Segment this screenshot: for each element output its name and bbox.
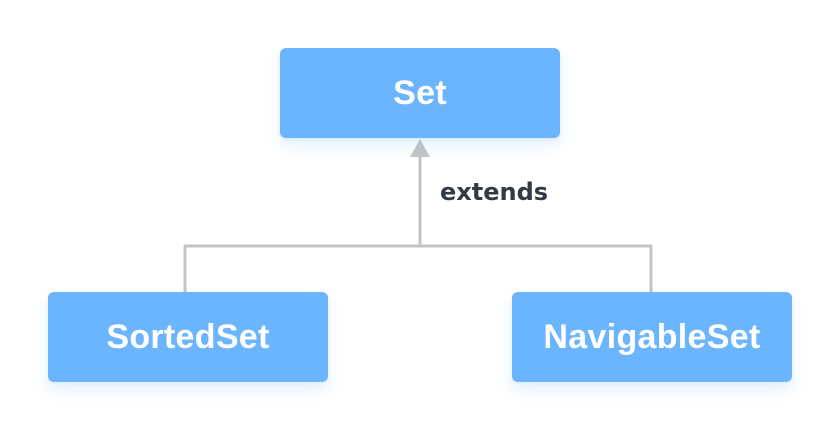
inheritance-arrowhead — [410, 139, 430, 157]
set-node-label: Set — [393, 73, 447, 112]
extends-label: extends — [440, 178, 549, 206]
navigableset-node: NavigableSet — [512, 292, 792, 382]
sortedset-node-label: SortedSet — [106, 317, 270, 356]
sortedset-node: SortedSet — [48, 292, 328, 382]
set-node: Set — [280, 48, 560, 138]
navigableset-node-label: NavigableSet — [543, 317, 761, 356]
